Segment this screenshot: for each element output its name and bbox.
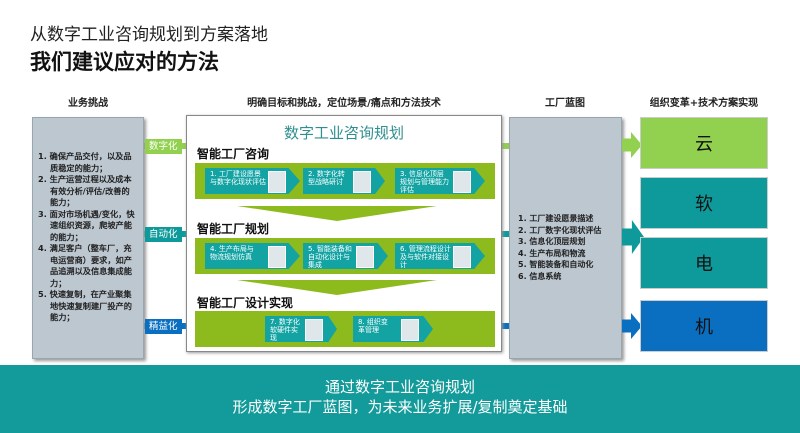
- blueprint-list: 1. 工厂建设愿景描述 2. 工厂数字化现状评估 3. 信息化顶层规划 4. 生…: [518, 213, 617, 282]
- header-challenge: 业务挑战: [68, 98, 108, 109]
- step-8: 8. 组织变革管理: [353, 316, 433, 342]
- blueprint-item: 2. 工厂数字化现状评估: [518, 225, 602, 235]
- step-image: [453, 246, 471, 268]
- step-2: 2. 数字化转型战略研讨: [303, 168, 385, 194]
- consulting-panel: 数字工业咨询规划 智能工厂咨询 1. 工厂建设愿景与数字化现状评估 2. 数字化…: [186, 115, 502, 352]
- arrow-right-icon: [622, 313, 642, 339]
- outcome-software: 软: [640, 177, 768, 229]
- blueprint-item: 1. 工厂建设愿景描述: [518, 214, 594, 223]
- step-image: [401, 319, 419, 341]
- step-label: 2. 数字化转型战略研讨: [308, 170, 345, 186]
- step-label: 5. 智能装备和自动化设计与集成: [308, 245, 352, 269]
- step-image: [305, 319, 323, 341]
- section-band: 4. 生产布局与物流规划仿真 5. 智能装备和自动化设计与集成 6. 管理流程设…: [195, 238, 495, 274]
- outcome-cloud: 云: [640, 117, 768, 169]
- step-4: 4. 生产布局与物流规划仿真: [205, 243, 300, 269]
- tag-digital: 数字化: [145, 139, 182, 154]
- challenge-box: 1. 确保产品交付，以及品质稳定的能力； 2. 生产运营过程以及成本有效分析/评…: [32, 117, 144, 359]
- step-6: 6. 管理流程设计及与软件对接设计: [395, 243, 485, 269]
- step-label: 3. 信息化顶层规划与管理能力评估: [400, 170, 449, 194]
- blueprint-item: 6. 信息系统: [518, 271, 562, 281]
- footer-line-2: 形成数字工厂蓝图，为未来业务扩展/复制奠定基础: [232, 398, 568, 416]
- down-arrow: [237, 206, 437, 221]
- section-band: 7. 数字化软硬件实现 8. 组织变革管理: [195, 311, 495, 347]
- step-image: [356, 246, 374, 268]
- step-image: [353, 171, 371, 193]
- challenge-item: 1. 确保产品交付，以及品质稳定的能力；: [38, 151, 132, 173]
- step-1: 1. 工厂建设愿景与数字化现状评估: [205, 168, 300, 194]
- step-label: 7. 数字化软硬件实现: [270, 318, 300, 342]
- step-label: 4. 生产布局与物流规划仿真: [210, 245, 254, 261]
- step-label: 8. 组织变革管理: [358, 318, 388, 334]
- footer-line-1: 通过数字工业咨询规划: [324, 378, 475, 396]
- footer-banner: 通过数字工业咨询规划 形成数字工厂蓝图，为未来业务扩展/复制奠定基础: [0, 365, 800, 433]
- step-label: 6. 管理流程设计及与软件对接设计: [400, 245, 451, 269]
- step-image: [268, 246, 286, 268]
- step-label: 1. 工厂建设愿景与数字化现状评估: [210, 170, 266, 186]
- section-band: 1. 工厂建设愿景与数字化现状评估 2. 数字化转型战略研讨 3. 信息化顶层规…: [195, 163, 495, 199]
- tag-lean: 精益化: [145, 319, 182, 334]
- blueprint-item: 4. 生产布局和物流: [518, 248, 586, 258]
- outcome-machine: 机: [640, 300, 768, 352]
- challenge-item: 2. 生产运营过程以及成本有效分析/评估/改善的能力；: [38, 174, 132, 207]
- challenge-item: 3. 面对市场机遇/变化，快速组织资源，爬坡产能的能力；: [38, 208, 135, 242]
- subtitle: 我们建议应对的方法: [30, 50, 219, 74]
- arrow-right-icon: [622, 132, 642, 158]
- section-heading: 智能工厂设计实现: [197, 296, 294, 310]
- step-3: 3. 信息化顶层规划与管理能力评估: [395, 168, 485, 194]
- header-realization: 组织变革+技术方案实现: [649, 98, 759, 109]
- blueprint-box: 1. 工厂建设愿景描述 2. 工厂数字化现状评估 3. 信息化顶层规划 4. 生…: [509, 117, 622, 359]
- section-heading: 智能工厂咨询: [197, 147, 270, 161]
- step-5: 5. 智能装备和自动化设计与集成: [303, 243, 388, 269]
- step-7: 7. 数字化软硬件实现: [265, 316, 337, 342]
- down-arrow: [237, 280, 437, 295]
- challenge-list: 1. 确保产品交付，以及品质稳定的能力； 2. 生产运营过程以及成本有效分析/评…: [38, 151, 137, 324]
- header-blueprint: 工厂蓝图: [545, 98, 585, 109]
- blueprint-item: 3. 信息化顶层规划: [518, 237, 586, 246]
- challenge-item: 5. 快速复制，在产业聚集地快速复制建厂投产的能力；: [38, 289, 132, 322]
- panel-title: 数字工业咨询规划: [283, 124, 404, 142]
- tag-automation: 自动化: [145, 227, 182, 242]
- step-image: [453, 171, 471, 193]
- title: 从数字工业咨询规划到方案落地: [30, 25, 268, 45]
- header-goals: 明确目标和挑战，定位场景/痛点和方法技术: [247, 98, 441, 109]
- section-heading: 智能工厂规划: [197, 222, 270, 236]
- blueprint-item: 5. 智能装备和自动化: [518, 260, 594, 269]
- step-image: [268, 171, 286, 193]
- outcome-electric: 电: [640, 237, 768, 289]
- challenge-item: 4. 满足客户（整车厂，充电运营商）要求，如产品追溯以及信息集成能力；: [38, 243, 132, 288]
